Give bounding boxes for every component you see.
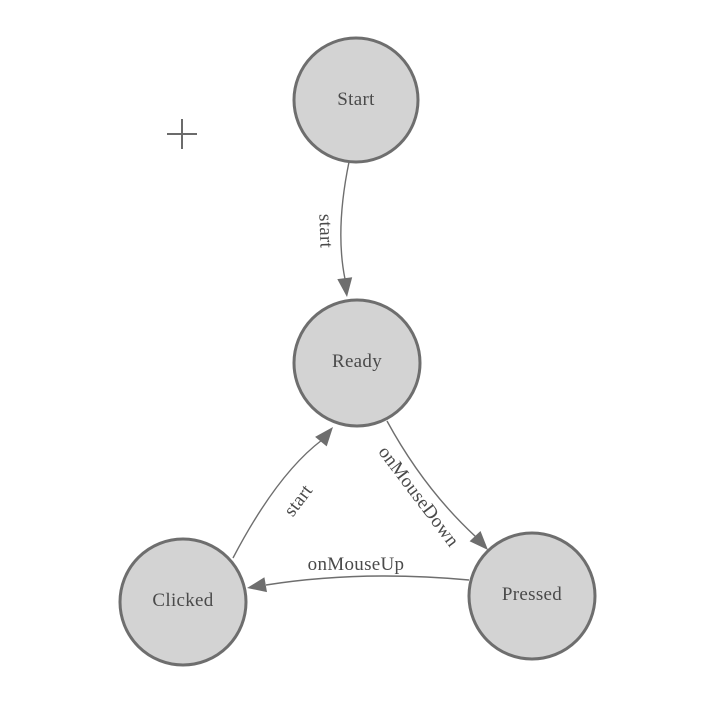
state-node-ready[interactable] bbox=[292, 298, 422, 428]
edge-start-to-ready[interactable] bbox=[340, 161, 350, 280]
state-node-start[interactable] bbox=[292, 36, 420, 164]
plus-crosshair-icon bbox=[167, 119, 197, 149]
node-label-clicked: Clicked bbox=[152, 590, 214, 611]
arrowhead-icon-start-to-ready bbox=[337, 277, 353, 297]
edge-label-start-to-ready: start bbox=[314, 213, 337, 249]
edge-pressed-to-clicked[interactable] bbox=[265, 575, 470, 586]
edge-clicked-to-ready[interactable] bbox=[232, 439, 323, 559]
arrowhead-icon-pressed-to-clicked bbox=[247, 577, 267, 593]
edge-ready-to-pressed[interactable] bbox=[386, 420, 477, 538]
state-node-clicked[interactable] bbox=[118, 537, 248, 667]
node-label-pressed: Pressed bbox=[501, 584, 563, 605]
arrowhead-icon-ready-to-pressed bbox=[469, 531, 488, 550]
node-label-ready: Ready bbox=[331, 351, 383, 372]
arrowhead-icon-clicked-to-ready bbox=[315, 427, 333, 447]
node-label-start: Start bbox=[337, 89, 375, 110]
edge-label-onmouseup: onMouseUp bbox=[307, 554, 405, 575]
state-node-pressed[interactable] bbox=[467, 531, 597, 661]
